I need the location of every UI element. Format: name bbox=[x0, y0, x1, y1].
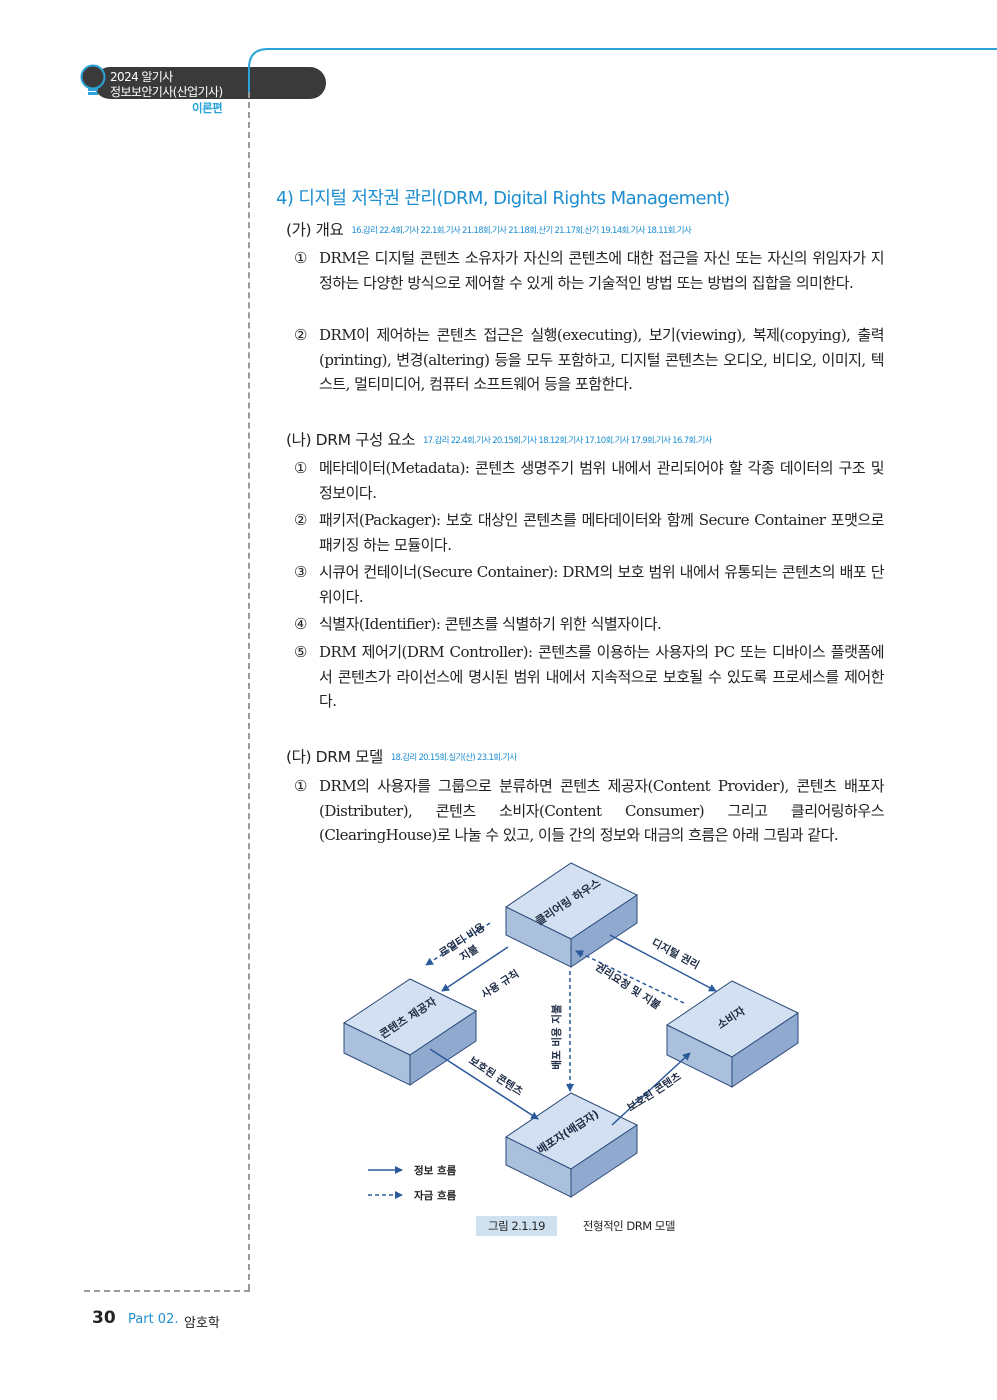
item-number: ⑤ bbox=[294, 643, 307, 661]
figure-title: 전형적인 DRM 모델 bbox=[582, 1219, 676, 1233]
exam-tags: 16.감리 22.4회.기사 22.1회.기사 21.18회.기사 21.18회… bbox=[351, 226, 692, 236]
clearing-house-box bbox=[505, 862, 639, 968]
list-item: ① DRM의 사용자를 그룹으로 분류하면 콘텐츠 제공자(Content Pr… bbox=[294, 774, 885, 848]
frame-dashed-horizontal bbox=[84, 1290, 250, 1292]
list-item: ② 패키저(Packager): 보호 대상인 콘텐츠를 메타데이터와 함께 S… bbox=[294, 508, 885, 557]
subsection-heading-overview: (가) 개요 16.감리 22.4회.기사 22.1회.기사 21.18회.기사 … bbox=[286, 218, 692, 240]
item-text: 메타데이터(Metadata): 콘텐츠 생명주기 범위 내에서 관리되어야 할… bbox=[319, 459, 885, 502]
header-subtitle: 이론편 bbox=[192, 101, 223, 115]
figure-number: 그림 2.1.19 bbox=[476, 1216, 557, 1236]
usage-rules-arrow bbox=[441, 946, 509, 992]
list-item: ② DRM이 제어하는 콘텐츠 접근은 실행(executing), 보기(vi… bbox=[294, 323, 885, 397]
item-number: ① bbox=[294, 777, 307, 795]
list-item: ③ 시큐어 컨테이너(Secure Container): DRM의 보호 범위… bbox=[294, 560, 885, 609]
list-item: ④ 식별자(Identifier): 콘텐츠를 식별하기 위한 식별자이다. bbox=[294, 612, 884, 637]
item-text: DRM의 사용자를 그룹으로 분류하면 콘텐츠 제공자(Content Prov… bbox=[319, 777, 885, 844]
list-item: ① 메타데이터(Metadata): 콘텐츠 생명주기 범위 내에서 관리되어야… bbox=[294, 456, 885, 505]
section-title: 4) 디지털 저작권 관리(DRM, Digital Rights Manage… bbox=[276, 188, 730, 209]
list-item: ⑤ DRM 제어기(DRM Controller): 콘텐츠를 이용하는 사용자… bbox=[294, 640, 885, 714]
part-label: Part 02. bbox=[128, 1312, 179, 1327]
item-text: DRM이 제어하는 콘텐츠 접근은 실행(executing), 보기(view… bbox=[319, 326, 885, 393]
page-number: 30 bbox=[92, 1308, 116, 1328]
figure-caption: 그림 2.1.19 전형적인 DRM 모델 bbox=[476, 1215, 675, 1236]
subsection-label: (나) DRM 구성 요소 bbox=[286, 431, 416, 449]
header-title-line2: 정보보안기사(산업기사) bbox=[110, 85, 223, 99]
digital-rights-arrow bbox=[609, 934, 717, 992]
item-text: 식별자(Identifier): 콘텐츠를 식별하기 위한 식별자이다. bbox=[319, 615, 662, 633]
subsection-heading-components: (나) DRM 구성 요소 17.감리 22.4회.기사 20.15회.기사 18… bbox=[286, 428, 712, 450]
item-text: 시큐어 컨테이너(Secure Container): DRM의 보호 범위 내… bbox=[319, 563, 885, 606]
frame-top-line bbox=[248, 48, 997, 94]
item-text: DRM 제어기(DRM Controller): 콘텐츠를 이용하는 사용자의 … bbox=[319, 643, 885, 710]
header-pill bbox=[94, 67, 326, 99]
protected-content-arrow-1 bbox=[429, 1048, 539, 1120]
digital-rights-label: 디지털 권리 bbox=[650, 936, 702, 972]
lightbulb-icon bbox=[80, 64, 106, 95]
item-number: ① bbox=[294, 459, 307, 477]
content-provider-box bbox=[342, 978, 478, 1086]
consumer-box bbox=[666, 980, 800, 1088]
item-text: DRM은 디지털 콘텐츠 소유자가 자신의 콘텐츠에 대한 접근을 자신 또는 … bbox=[319, 249, 885, 292]
distributor-box bbox=[505, 1092, 639, 1198]
part-name: 암호학 bbox=[184, 1316, 220, 1331]
royalty-payment-arrow bbox=[425, 922, 491, 966]
subsection-label: (다) DRM 모델 bbox=[286, 748, 383, 766]
item-number: ③ bbox=[294, 563, 307, 581]
legend-money-label: 자금 흐름 bbox=[414, 1189, 457, 1202]
header-title-line1: 2024 알기사 bbox=[110, 70, 173, 84]
exam-tags: 18.감리 20.15회.실기(산) 23.1회.기사 bbox=[390, 753, 517, 763]
item-number: ① bbox=[294, 249, 307, 267]
item-number: ② bbox=[294, 326, 307, 344]
rights-request-label: 권리요청 및 지불 bbox=[593, 960, 663, 1012]
rights-request-arrow bbox=[575, 950, 685, 1004]
frame-dashed-vertical bbox=[248, 92, 250, 1290]
drm-model-diagram: 클리어링 하우스 콘텐츠 제공자 소비자 배포자(배급자) 로열티 비용 지불 … bbox=[342, 862, 800, 1202]
protected-content-label-2: 보호된 콘텐츠 bbox=[625, 1070, 684, 1115]
subsection-label: (가) 개요 bbox=[286, 221, 344, 239]
item-number: ④ bbox=[294, 615, 307, 633]
item-number: ② bbox=[294, 511, 307, 529]
usage-rules-label: 사용 규칙 bbox=[479, 967, 522, 1001]
legend-info-label: 정보 흐름 bbox=[414, 1164, 457, 1177]
subsection-heading-model: (다) DRM 모델 18.감리 20.15회.실기(산) 23.1회.기사 bbox=[286, 745, 517, 767]
item-text: 패키저(Packager): 보호 대상인 콘텐츠를 메타데이터와 함께 Sec… bbox=[319, 511, 885, 554]
list-item: ① DRM은 디지털 콘텐츠 소유자가 자신의 콘텐츠에 대한 접근을 자신 또… bbox=[294, 246, 885, 295]
dist-fee-label: 배포 비용 지불 bbox=[550, 1004, 563, 1070]
protected-content-arrow-2 bbox=[611, 1052, 691, 1126]
exam-tags: 17.감리 22.4회.기사 20.15회.기사 18.12회.기사 17.10… bbox=[423, 436, 712, 446]
